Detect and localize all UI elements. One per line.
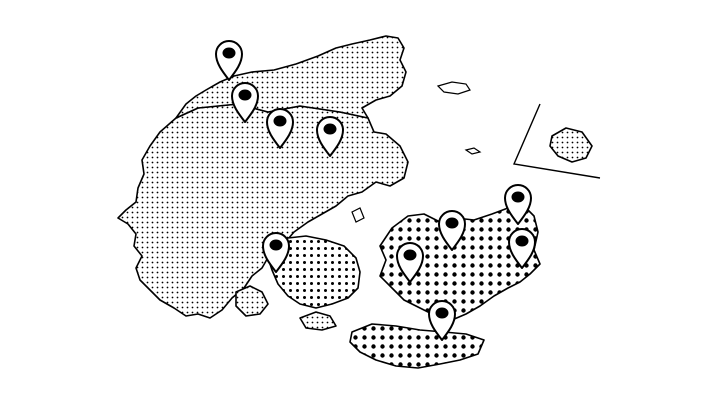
region-funen [267,235,361,309]
islet-laeso [436,81,471,95]
region-north-jutland [175,35,407,119]
region-lolland-falster [349,323,485,369]
islet-anholt [464,147,482,155]
region-central-south-jutland [117,103,409,319]
islet-samso [351,207,365,223]
region-funen-islands [235,285,269,317]
map-pin-icon[interactable] [215,40,243,81]
inset-frame [513,103,601,179]
region-bornholm-inset [549,127,593,163]
region-langeland [299,311,337,331]
